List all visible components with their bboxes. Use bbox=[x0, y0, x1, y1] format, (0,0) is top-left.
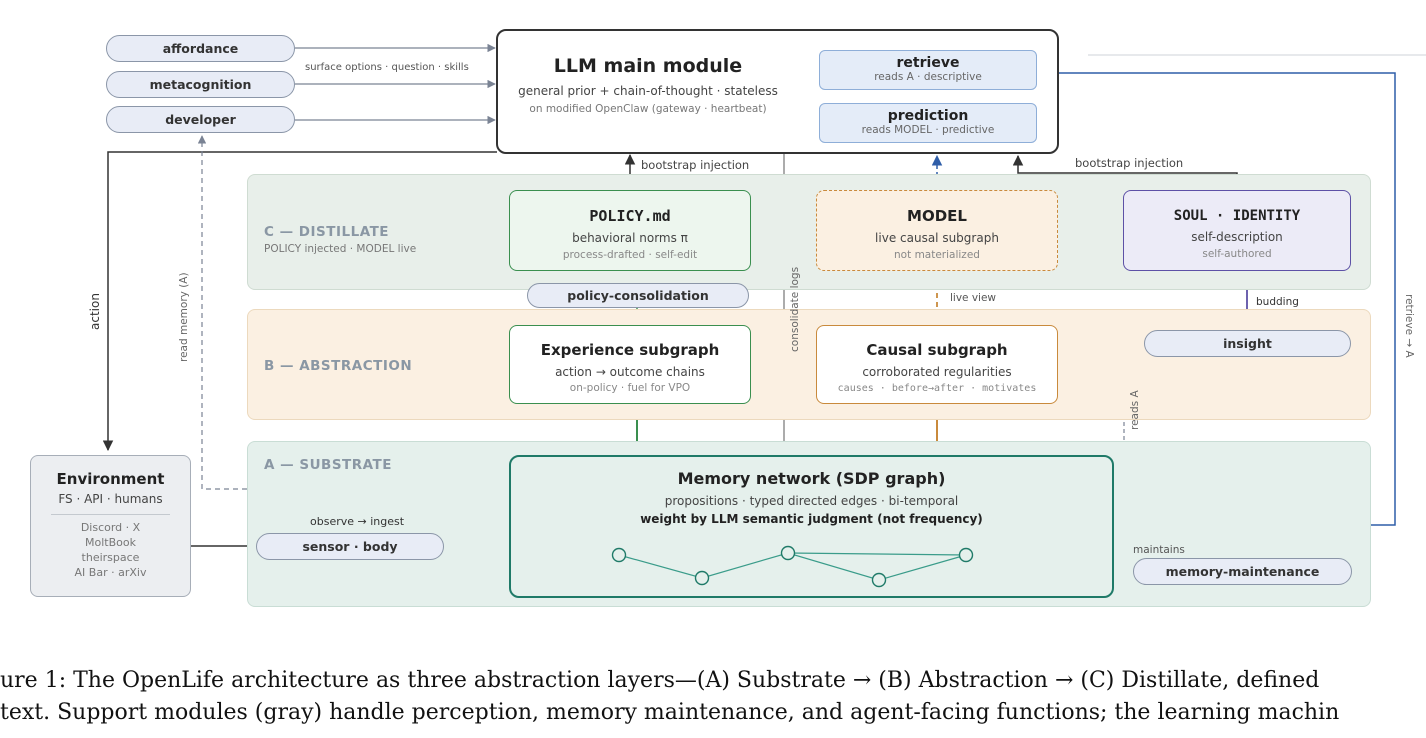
reads-a-label: reads A bbox=[1129, 390, 1141, 430]
causal-title: Causal subgraph bbox=[866, 341, 1008, 359]
llm-main-module[interactable]: LLM main module general prior + chain-of… bbox=[496, 29, 1059, 154]
policy-line2: process-drafted · self-edit bbox=[562, 249, 698, 261]
retrieve-title: retrieve bbox=[896, 55, 960, 71]
soul-title: SOUL · IDENTITY bbox=[1173, 208, 1301, 224]
prediction-subtitle: reads MODEL · predictive bbox=[861, 124, 995, 136]
llm-line1: general prior + chain-of-thought · state… bbox=[518, 84, 778, 98]
soul-line2: self-authored bbox=[1202, 248, 1272, 260]
model-title: MODEL bbox=[907, 207, 967, 225]
experience-line1: action → outcome chains bbox=[555, 365, 705, 379]
soul-identity-box[interactable]: SOUL · IDENTITY self-description self-au… bbox=[1123, 190, 1351, 271]
figure-caption-line2: text. Support modules (gray) handle perc… bbox=[0, 700, 1340, 725]
experience-title: Experience subgraph bbox=[540, 341, 720, 359]
policy-title: POLICY.md bbox=[589, 207, 671, 225]
figure-caption-line1: ure 1: The OpenLife architecture as thre… bbox=[0, 668, 1320, 693]
band-b-abstraction bbox=[247, 309, 1371, 420]
environment-line1: FS · API · humans bbox=[58, 492, 163, 506]
bootstrap-right-label: bootstrap injection bbox=[1075, 156, 1184, 170]
environment-item: Discord · X bbox=[80, 521, 141, 534]
llm-line2: on modified OpenClaw (gateway · heartbea… bbox=[529, 103, 767, 115]
action-arrow bbox=[102, 151, 497, 452]
environment-title: Environment bbox=[56, 470, 165, 488]
graph-node bbox=[611, 547, 627, 563]
maintains-label: maintains bbox=[1133, 544, 1185, 556]
environment-item: theirspace bbox=[81, 551, 140, 564]
prediction-box[interactable]: prediction reads MODEL · predictive bbox=[819, 103, 1037, 143]
band-b-title: B — ABSTRACTION bbox=[264, 358, 413, 374]
causal-line1: corroborated regularities bbox=[862, 365, 1012, 379]
surface-options-label: surface options · question · skills bbox=[305, 62, 469, 73]
environment-box[interactable]: Environment FS · API · humans Discord · … bbox=[30, 455, 191, 597]
graph-node bbox=[871, 572, 887, 588]
affordance-pill[interactable]: affordance bbox=[106, 35, 295, 62]
developer-pill[interactable]: developer bbox=[106, 106, 295, 133]
band-a-title: A — SUBSTRATE bbox=[264, 457, 392, 473]
memory-graph-glyph bbox=[611, 545, 974, 588]
retrieve-subtitle: reads A · descriptive bbox=[874, 71, 982, 83]
llm-title: LLM main module bbox=[553, 55, 743, 77]
insight-pill[interactable]: insight bbox=[1144, 330, 1351, 357]
causal-line2: causes · before→after · motivates bbox=[837, 383, 1037, 394]
memory-network-box[interactable]: Memory network (SDP graph) propositions … bbox=[509, 455, 1114, 598]
environment-item: AI Bar · arXiv bbox=[74, 566, 147, 579]
action-label: action bbox=[88, 293, 102, 330]
policy-consolidation-pill[interactable]: policy-consolidation bbox=[527, 283, 749, 308]
memory-maintenance-pill[interactable]: memory-maintenance bbox=[1133, 558, 1352, 585]
model-box[interactable]: MODEL live causal subgraph not materiali… bbox=[816, 190, 1058, 271]
prediction-title: prediction bbox=[887, 108, 969, 124]
environment-divider bbox=[51, 514, 170, 515]
band-c-subtitle: POLICY injected · MODEL live bbox=[264, 243, 417, 255]
retrieve-a-label: retrieve → A bbox=[1403, 294, 1415, 358]
retrieve-box[interactable]: retrieve reads A · descriptive bbox=[819, 50, 1037, 90]
read-memory-label: read memory (A) bbox=[178, 272, 190, 362]
band-c-title: C — DISTILLATE bbox=[264, 224, 390, 240]
policy-line1: behavioral norms π bbox=[572, 231, 688, 245]
graph-node bbox=[780, 545, 796, 561]
observe-ingest-label: observe → ingest bbox=[310, 515, 405, 528]
consolidate-logs-label: consolidate logs bbox=[789, 266, 801, 352]
live-view-label: live view bbox=[950, 292, 997, 304]
memory-line2: weight by LLM semantic judgment (not fre… bbox=[640, 512, 983, 526]
memory-title: Memory network (SDP graph) bbox=[677, 469, 946, 488]
soul-line1: self-description bbox=[1191, 230, 1283, 244]
budding-label: budding bbox=[1256, 296, 1299, 308]
bootstrap-left-label: bootstrap injection bbox=[641, 158, 750, 172]
graph-node bbox=[694, 570, 710, 586]
model-line2: not materialized bbox=[894, 249, 980, 261]
metacognition-pill[interactable]: metacognition bbox=[106, 71, 295, 98]
graph-node bbox=[958, 547, 974, 563]
environment-item: MoltBook bbox=[85, 536, 136, 549]
experience-line2: on-policy · fuel for VPO bbox=[569, 382, 691, 394]
policy-box[interactable]: POLICY.md behavioral norms π process-dra… bbox=[509, 190, 751, 271]
experience-subgraph-box[interactable]: Experience subgraph action → outcome cha… bbox=[509, 325, 751, 404]
sensor-body-pill[interactable]: sensor · body bbox=[256, 533, 444, 560]
causal-subgraph-box[interactable]: Causal subgraph corroborated regularitie… bbox=[816, 325, 1058, 404]
model-line1: live causal subgraph bbox=[875, 231, 999, 245]
memory-line1: propositions · typed directed edges · bi… bbox=[664, 494, 959, 508]
